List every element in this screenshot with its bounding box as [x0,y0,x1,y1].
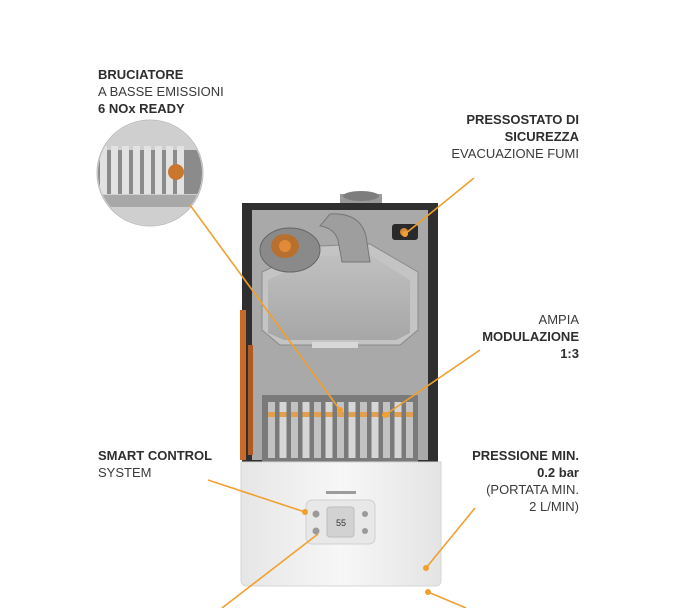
leader-modulazione [384,349,481,416]
zoom-burner-tube [122,146,129,194]
leader-pressione [425,507,476,569]
burner-tube [314,402,321,458]
label-pressione: PRESSIONE MIN. 0.2 bar (PORTATA MIN. 2 L… [472,448,579,514]
zoom-burner-tube [100,146,107,194]
zoom-burner-tube [144,146,151,194]
control-button-1 [312,510,320,518]
zoom-burner-tube [133,146,140,194]
leader-bottom-left [221,533,319,608]
control-button-3 [362,511,368,517]
burner-tube [291,402,298,458]
burner-tube [268,402,275,458]
burner-tube [279,402,287,458]
fan-elbow [319,213,371,263]
zoom-burner-tube [155,146,162,194]
burner-tube [325,402,333,458]
leader-bottom-right [427,591,467,608]
label-modulazione: AMPIA MODULAZIONE 1:3 [482,312,579,361]
label-smart-control: SMART CONTROL SYSTEM [98,448,213,480]
burner-tube [394,402,402,458]
burner-tube [371,402,379,458]
leader-pressostato [404,177,475,235]
zoom-burner-tube [111,146,118,194]
control-button-2 [312,527,320,535]
burner-tube [383,402,390,458]
burner-tube [302,402,310,458]
label-pressostato: PRESSOSTATO DI SICUREZZA EVACUAZIONE FUM… [451,112,579,161]
display-readout: 55 [336,518,346,528]
copper-pipe [240,310,246,460]
brand-logo [326,491,356,494]
burner-tube [348,402,356,458]
leader-smart [207,479,306,513]
leader-lines [189,177,481,608]
label-bruciatore: BRUCIATORE A BASSE EMISSIONI 6 NOx READY [98,67,224,116]
control-button-4 [362,528,368,534]
burner-tubes [268,402,413,458]
leader-bruciatore [189,204,341,411]
burner-tube [337,402,344,458]
burner-tube [406,402,413,458]
burner-tube [360,402,367,458]
